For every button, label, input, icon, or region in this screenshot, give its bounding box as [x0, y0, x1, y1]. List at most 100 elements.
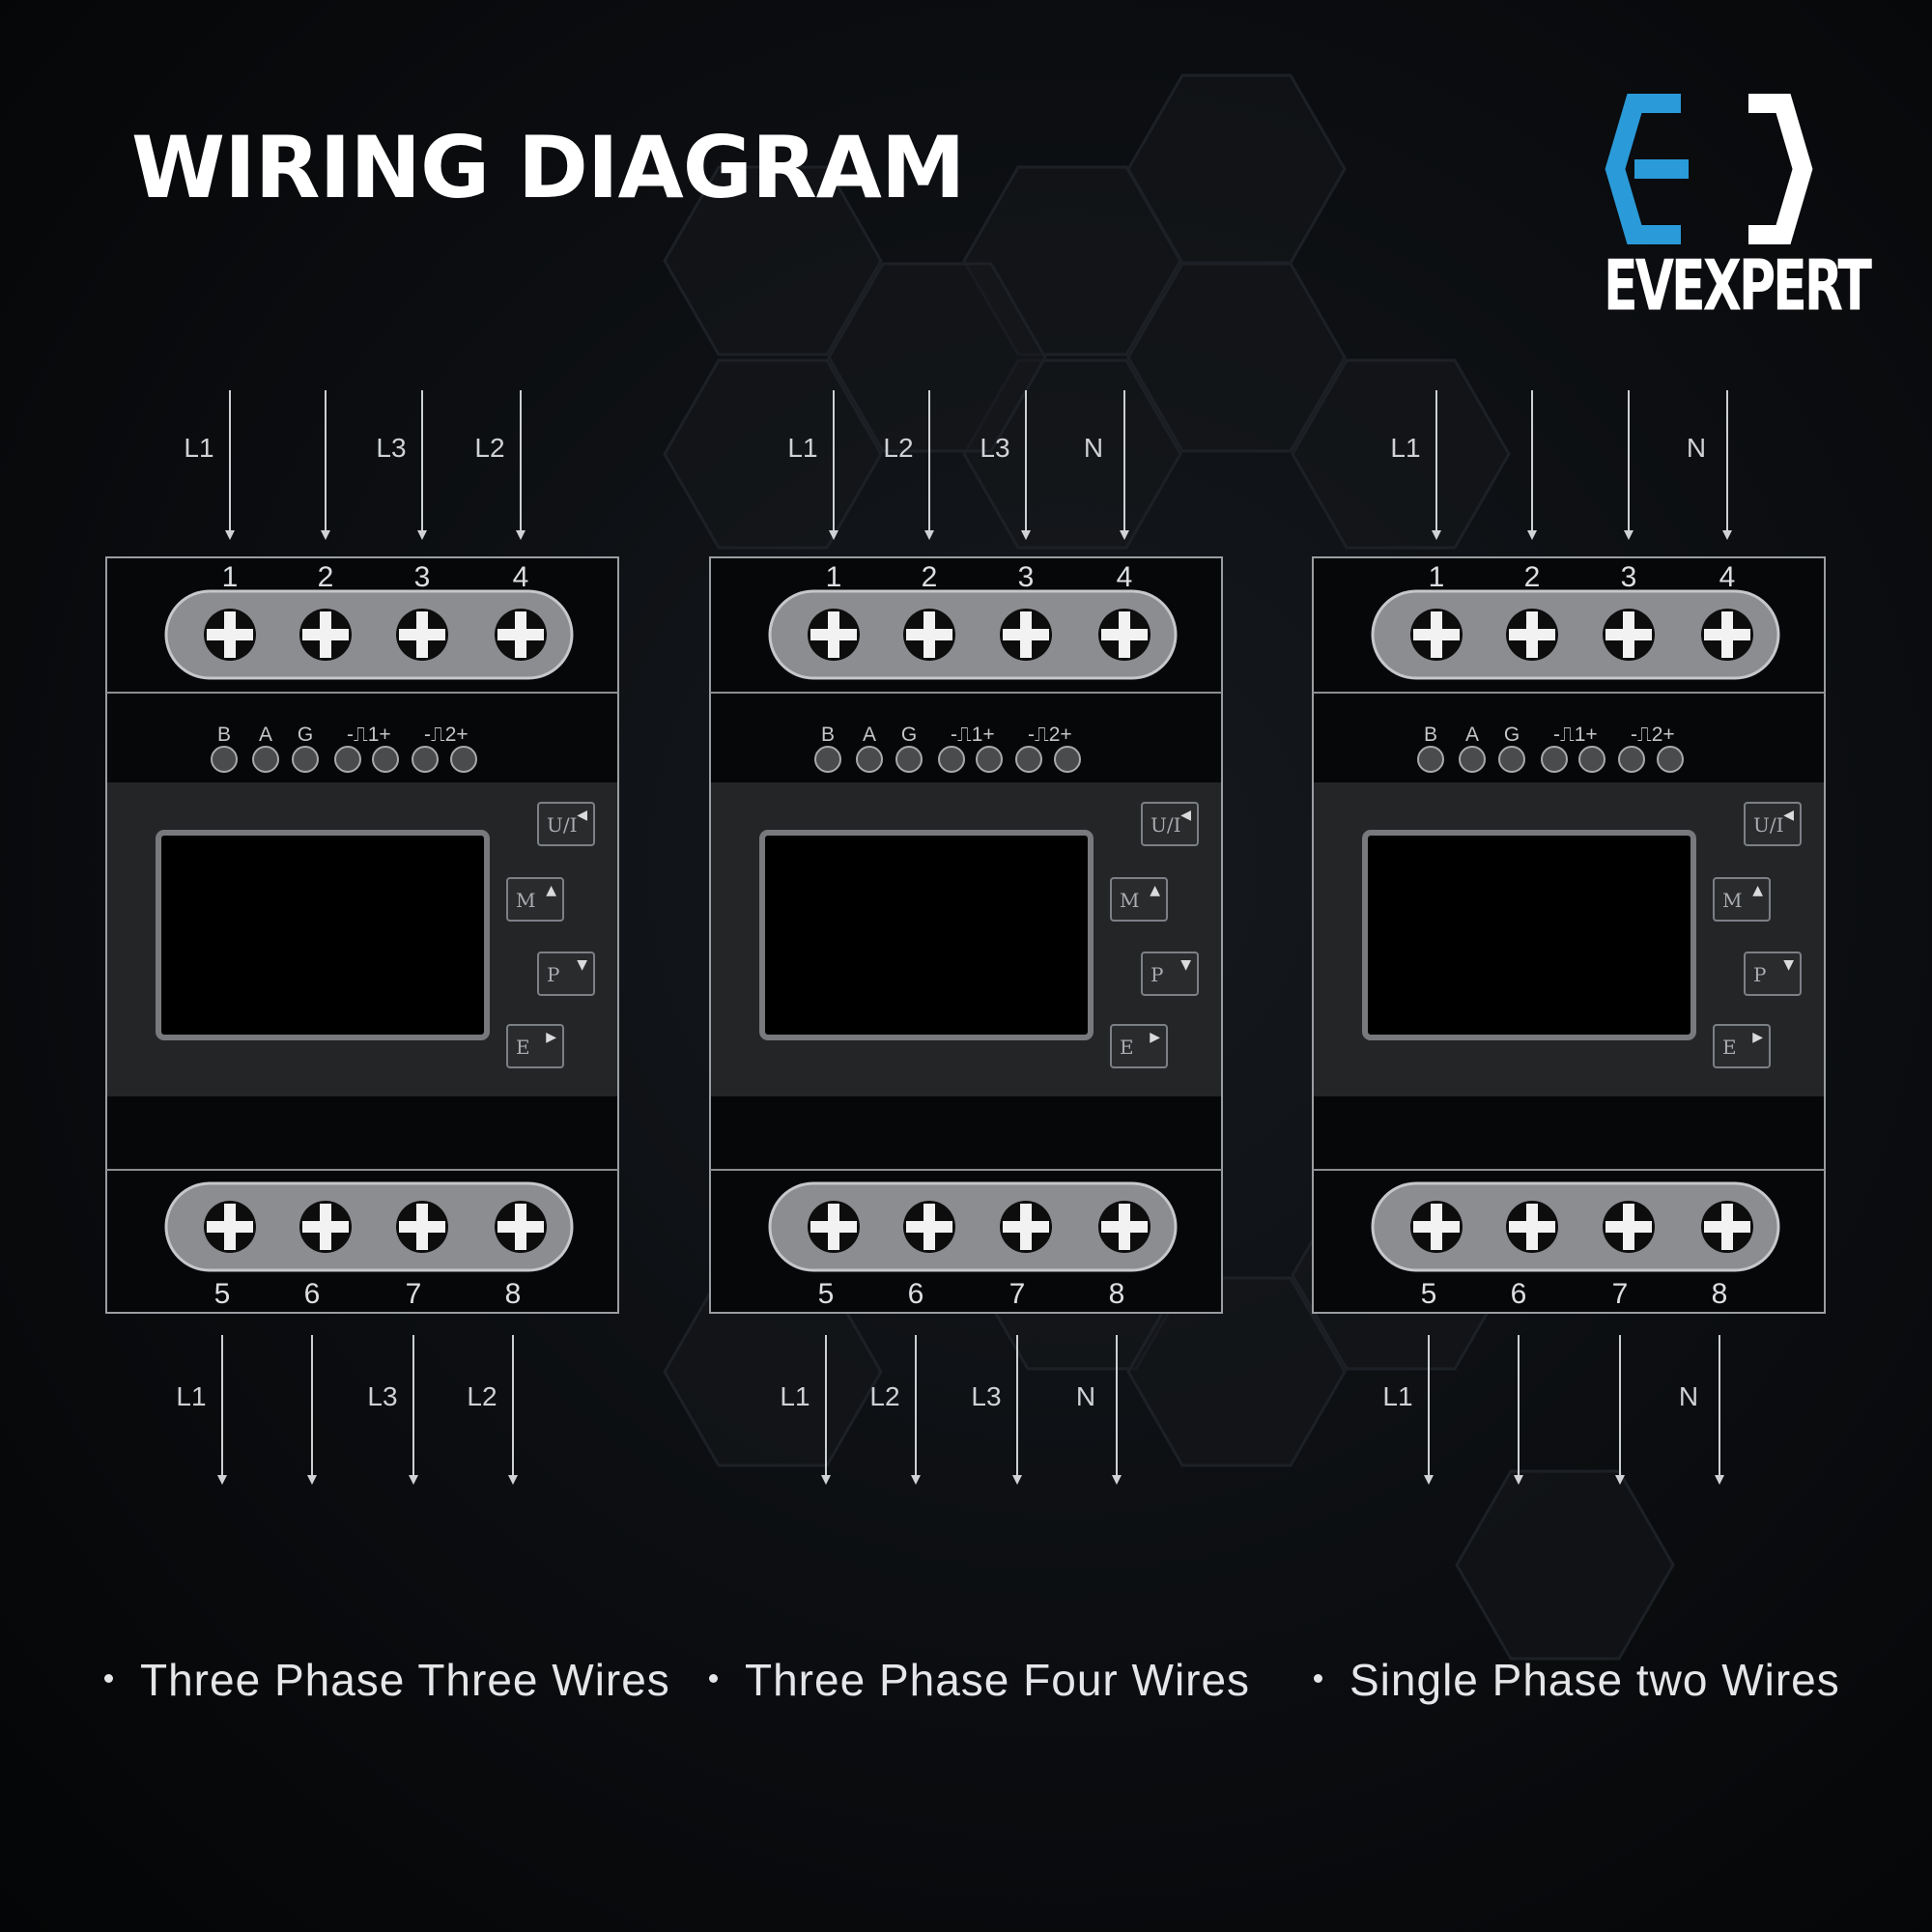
arrow-icon: ▼	[577, 957, 587, 973]
terminal-number: 8	[504, 1278, 522, 1310]
terminal-number: 4	[1719, 561, 1736, 593]
port-label: -⎍2+	[1028, 724, 1072, 746]
power-button[interactable]: P▼	[1744, 952, 1802, 996]
screw-slot	[416, 611, 428, 658]
arrow-icon: ▲	[1752, 883, 1763, 898]
comm-port	[1459, 746, 1486, 773]
terminal-block	[164, 589, 574, 680]
button-label: P	[1151, 963, 1164, 986]
terminal-number: 5	[817, 1278, 835, 1310]
screw-slot	[515, 1204, 526, 1250]
ui-button[interactable]: U/I◀	[537, 802, 595, 846]
bullet-icon	[104, 1674, 113, 1684]
lcd-display	[759, 830, 1094, 1040]
wire-label-bottom: L3	[367, 1381, 398, 1411]
comm-port	[976, 746, 1003, 773]
terminal-number: 1	[221, 561, 239, 593]
comm-port	[1657, 746, 1684, 773]
port-label: -⎍2+	[424, 724, 469, 746]
hexagon-shape	[663, 165, 883, 356]
wire-label-top: L1	[1390, 433, 1421, 463]
hexagon-shape	[663, 358, 883, 550]
wire-label-top: L3	[980, 433, 1010, 463]
terminal-number: 3	[1620, 561, 1637, 593]
terminal-number: 3	[1017, 561, 1035, 593]
arrow-icon: ◀	[1783, 808, 1794, 823]
terminal-number: 4	[512, 561, 529, 593]
wire-label-bottom: L2	[467, 1381, 497, 1411]
terminal-number: 1	[1428, 561, 1445, 593]
port-label: -⎍1+	[951, 724, 995, 746]
energy-button[interactable]: E▶	[1713, 1024, 1771, 1068]
hexagon-shape	[1291, 358, 1511, 550]
wire-label-bottom: L1	[176, 1381, 207, 1411]
wire-label-bottom: L3	[971, 1381, 1002, 1411]
comm-port	[1541, 746, 1568, 773]
arrow-icon: ▼	[1180, 957, 1191, 973]
energy-button[interactable]: E▶	[1110, 1024, 1168, 1068]
terminal-number: 4	[1116, 561, 1133, 593]
port-label: B	[1423, 724, 1437, 746]
ui-button[interactable]: U/I◀	[1141, 802, 1199, 846]
comm-port	[211, 746, 238, 773]
terminal-number: 6	[907, 1278, 924, 1310]
comm-port	[1578, 746, 1605, 773]
arrow-icon: ◀	[577, 808, 587, 823]
comm-port	[292, 746, 319, 773]
screw-slot	[224, 1204, 236, 1250]
terminal-block	[1371, 589, 1780, 680]
hexagon-shape	[827, 262, 1047, 453]
comm-port	[450, 746, 477, 773]
button-label: E	[1722, 1036, 1737, 1059]
terminal-number: 6	[303, 1278, 321, 1310]
button-label: E	[516, 1036, 530, 1059]
energy-button[interactable]: E▶	[506, 1024, 564, 1068]
port-label: -⎍2+	[1631, 724, 1675, 746]
button-label: E	[1120, 1036, 1134, 1059]
port-label: G	[1503, 724, 1520, 746]
screw-slot	[1721, 611, 1733, 658]
hexagon-shape	[1126, 1276, 1347, 1467]
button-label: U/I	[547, 813, 578, 837]
arrow-icon: ▼	[1783, 957, 1794, 973]
screw-slot	[1431, 611, 1442, 658]
button-label: P	[547, 963, 560, 986]
caption-text: Three Phase Three Wires	[140, 1655, 670, 1705]
power-button[interactable]: P▼	[1141, 952, 1199, 996]
screw-slot	[828, 1204, 839, 1250]
port-label: -⎍1+	[1553, 724, 1598, 746]
menu-button[interactable]: M▲	[1110, 877, 1168, 922]
brand-logo: EVEXPERT	[1604, 92, 1872, 327]
button-label: M	[1722, 889, 1743, 912]
screw-slot	[923, 611, 935, 658]
lcd-display	[1362, 830, 1696, 1040]
caption-single-phase-two-wires: Single Phase two Wires	[1314, 1654, 1840, 1706]
wire-label-top: L1	[184, 433, 214, 463]
screw-slot	[320, 1204, 331, 1250]
wire-label-top: N	[1686, 433, 1707, 463]
screw-slot	[320, 611, 331, 658]
comm-port	[372, 746, 399, 773]
meter-drawing	[105, 390, 619, 1485]
power-button[interactable]: P▼	[537, 952, 595, 996]
wire-label-bottom: L1	[1382, 1381, 1413, 1411]
terminal-block	[768, 589, 1178, 680]
terminal-number: 6	[1510, 1278, 1527, 1310]
caption-three-phase-four-wires: Three Phase Four Wires	[709, 1654, 1250, 1706]
lcd-display	[156, 830, 490, 1040]
comm-port	[938, 746, 965, 773]
screw-slot	[1119, 611, 1130, 658]
comm-port	[1054, 746, 1081, 773]
arrow-icon: ▶	[1752, 1030, 1763, 1045]
screw-slot	[923, 1204, 935, 1250]
button-label: M	[516, 889, 536, 912]
menu-button[interactable]: M▲	[506, 877, 564, 922]
ui-button[interactable]: U/I◀	[1744, 802, 1802, 846]
menu-button[interactable]: M▲	[1713, 877, 1771, 922]
button-label: U/I	[1151, 813, 1181, 837]
arrow-icon: ◀	[1180, 808, 1191, 823]
